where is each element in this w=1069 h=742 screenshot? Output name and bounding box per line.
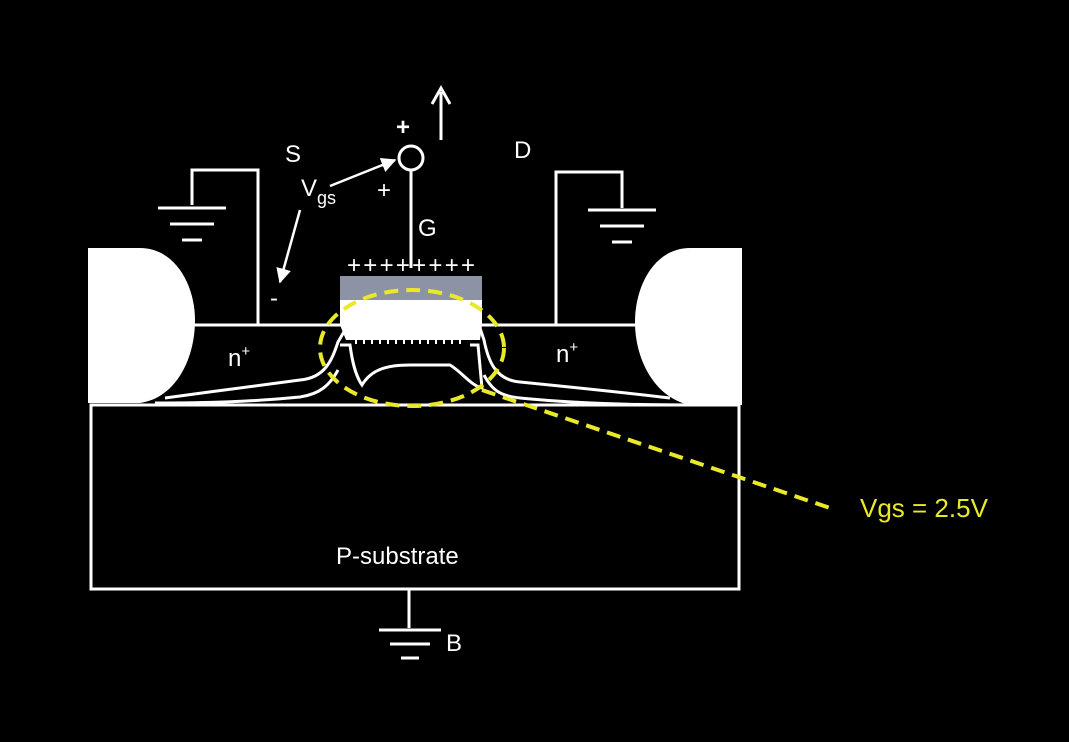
drain-lead — [554, 170, 624, 325]
n-plus-left-boundary — [164, 329, 347, 400]
ground-icon-source — [158, 206, 226, 242]
source-label: S — [285, 141, 301, 168]
vgs-minus: - — [270, 285, 278, 312]
field-oxide-right — [635, 248, 742, 405]
depletion-under-channel — [340, 343, 484, 390]
n-right: n — [556, 341, 569, 368]
p-substrate-label: P-substrate — [336, 543, 459, 570]
gate-label: G — [418, 215, 437, 242]
vgs-subscript: gs — [317, 188, 336, 208]
channel-electrons — [355, 330, 461, 344]
body-label: B — [446, 630, 462, 657]
n-right-sup: + — [569, 339, 578, 356]
ground-icon-drain — [588, 208, 656, 244]
n-left: n — [228, 345, 241, 372]
n-plus-right-label: n+ — [556, 339, 578, 368]
vgs-arrow-to-gate — [329, 158, 397, 188]
vgs-annotation: Vgs = 2.5V — [860, 493, 989, 523]
channel-highlight-ellipse — [318, 288, 506, 408]
n-left-sup: + — [241, 343, 250, 360]
up-arrow-icon — [430, 84, 452, 140]
annotation-leader-line — [481, 388, 831, 510]
gate-oxide — [340, 276, 482, 300]
n-plus-right-boundary — [478, 327, 671, 400]
vgs-plus: + — [377, 177, 391, 204]
vgs-label: Vgs — [301, 175, 336, 208]
vgs-v: V — [301, 175, 317, 202]
gate-electrode-top — [340, 300, 482, 325]
depletion-left-outer — [154, 369, 340, 405]
terminal-circle-icon — [397, 144, 425, 172]
drain-label: D — [514, 137, 531, 164]
field-oxide-left — [88, 248, 195, 403]
gate-plus-sign: + — [396, 114, 410, 141]
source-lead — [190, 168, 260, 325]
ground-icon-body — [379, 628, 441, 660]
vgs-arrow-to-source — [276, 209, 302, 284]
depletion-right-outer — [482, 374, 691, 407]
n-plus-left-label: n+ — [228, 343, 250, 372]
